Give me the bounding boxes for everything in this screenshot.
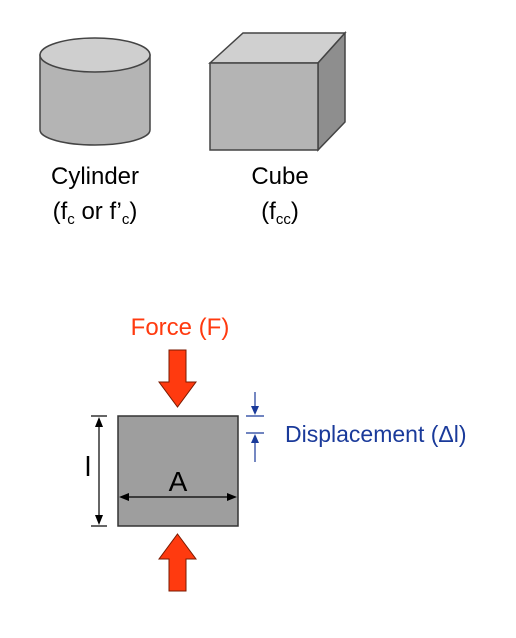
- cube-strength-symbol: (fcc): [261, 198, 299, 228]
- force-arrow-up: [158, 533, 197, 592]
- displacement-label: Displacement (Δl): [285, 421, 467, 447]
- area-label: A: [168, 466, 188, 497]
- cube-label: Cube: [251, 163, 309, 190]
- cube-front-face: [209, 62, 319, 151]
- cylinder-top: [39, 37, 151, 73]
- force-arrow-down: [158, 349, 197, 408]
- displacement-indicator: [246, 392, 264, 462]
- length-dimension: [91, 415, 107, 527]
- cylinder-specimen: [39, 37, 151, 146]
- force-label: Force (F): [130, 314, 230, 341]
- cylinder-strength-symbol: (fc or f’c): [52, 198, 138, 228]
- cylinder-body: [39, 54, 151, 146]
- loaded-specimen: [117, 415, 239, 527]
- cylinder-label: Cylinder: [50, 163, 140, 190]
- cube-specimen: [208, 31, 347, 152]
- length-label: l: [84, 451, 92, 482]
- area-dimension: [119, 493, 237, 501]
